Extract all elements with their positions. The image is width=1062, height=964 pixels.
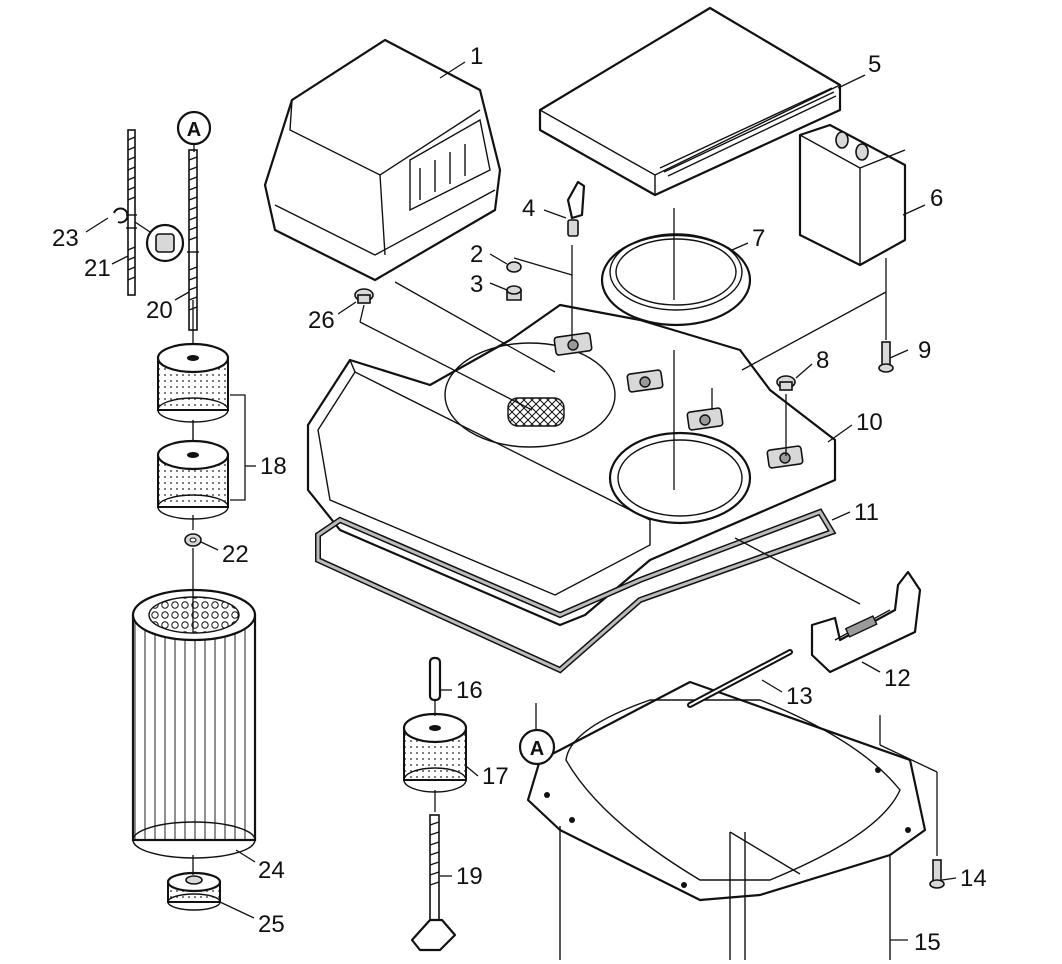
callout-3: 3 bbox=[470, 271, 483, 298]
pin bbox=[428, 656, 442, 702]
callout-11: 11 bbox=[854, 499, 879, 526]
callout-25: 25 bbox=[258, 911, 285, 938]
callout-19: 19 bbox=[456, 863, 483, 890]
callout-14: 14 bbox=[960, 865, 987, 892]
callout-15: 15 bbox=[914, 929, 941, 956]
washer-22 bbox=[184, 533, 202, 547]
callout-22: 22 bbox=[222, 541, 249, 568]
threaded-rod-21 bbox=[126, 129, 137, 296]
rod bbox=[687, 649, 793, 708]
callout-17: 17 bbox=[482, 763, 509, 790]
circlip bbox=[113, 207, 129, 224]
callout-18: 18 bbox=[260, 453, 287, 480]
callout-1: 1 bbox=[470, 43, 483, 70]
damper-17 bbox=[402, 712, 468, 793]
callout-7: 7 bbox=[752, 225, 765, 252]
screw-14 bbox=[929, 859, 945, 889]
callout-labels: 1 2 3 4 5 6 7 8 9 10 11 12 13 14 15 16 1… bbox=[52, 43, 987, 956]
callout-2: 2 bbox=[470, 241, 483, 268]
filter-cartridge bbox=[131, 588, 257, 859]
knob bbox=[166, 871, 222, 911]
callout-23: 23 bbox=[52, 225, 79, 252]
nut-3 bbox=[506, 285, 522, 301]
callout-9: 9 bbox=[918, 337, 931, 364]
damper-18-upper bbox=[156, 342, 230, 423]
callout-24: 24 bbox=[258, 857, 285, 884]
bolt-19 bbox=[410, 814, 457, 952]
callout-5: 5 bbox=[868, 51, 881, 78]
sensor-bracket bbox=[566, 180, 586, 237]
callout-4: 4 bbox=[522, 195, 535, 222]
reference-mark-top: A bbox=[176, 110, 212, 146]
top-plate bbox=[538, 6, 842, 197]
assembly-lines bbox=[192, 145, 938, 875]
lid-housing bbox=[306, 303, 837, 627]
ref-mark-label: A bbox=[530, 738, 544, 760]
detail-view bbox=[134, 221, 185, 263]
callout-leaders bbox=[85, 61, 957, 941]
callout-6: 6 bbox=[930, 185, 943, 212]
gasket bbox=[315, 508, 837, 674]
ref-mark-label: A bbox=[187, 119, 201, 141]
washer-2 bbox=[506, 261, 522, 273]
callout-8: 8 bbox=[816, 347, 829, 374]
screw-9 bbox=[878, 341, 894, 373]
seal-ring bbox=[600, 233, 752, 327]
motor-cover bbox=[263, 38, 502, 282]
plug-26 bbox=[354, 288, 374, 304]
callout-26: 26 bbox=[308, 307, 335, 334]
callout-10: 10 bbox=[856, 409, 883, 436]
tank bbox=[526, 680, 927, 960]
reference-mark-bottom: A bbox=[518, 728, 556, 766]
plug-8 bbox=[776, 375, 796, 391]
electrical-box bbox=[798, 123, 907, 267]
damper-18-lower bbox=[156, 439, 230, 520]
callout-20: 20 bbox=[146, 297, 173, 324]
callout-21: 21 bbox=[84, 255, 111, 282]
handle-bracket bbox=[810, 570, 922, 674]
callout-16: 16 bbox=[456, 677, 483, 704]
callout-12: 12 bbox=[884, 665, 911, 692]
callout-13: 13 bbox=[786, 683, 813, 710]
